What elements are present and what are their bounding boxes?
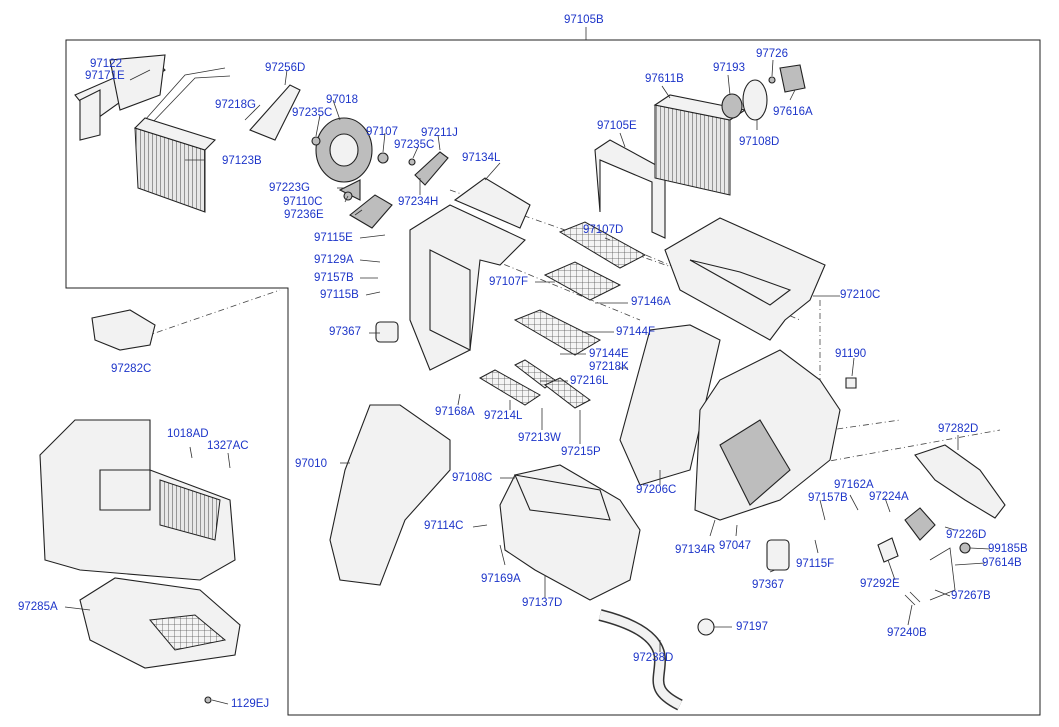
part-label: 97282D (938, 423, 979, 435)
part-label: 97240B (887, 627, 927, 639)
right-side-parts (845, 377, 1006, 606)
part-label: 1129EJ (231, 698, 270, 710)
part-label: 97129A (314, 254, 354, 266)
part-label: 97168A (435, 406, 475, 418)
part-label: 97169A (481, 573, 521, 585)
part-label: 97211J (421, 127, 458, 139)
part-label: 97108C (452, 472, 493, 484)
part-label: 97235C (292, 107, 333, 119)
part-label: 97218G (215, 99, 256, 111)
part-label: 97010 (295, 458, 327, 470)
part-label: 97171E (85, 70, 125, 82)
part-label: 97367 (329, 326, 361, 338)
part-label: 97210C (840, 289, 881, 301)
part-label: 97110C (283, 196, 323, 208)
part-label: 97206C (636, 484, 677, 496)
part-label: 97134R (675, 544, 716, 556)
part-label: 97226D (946, 529, 987, 541)
part-label: 97197 (736, 621, 768, 633)
part-label: 97214L (484, 410, 523, 422)
part-label: 97134L (462, 152, 501, 164)
intake-duct (91, 309, 156, 351)
assembly-title: 97105B (564, 14, 604, 26)
part-label: 97108D (739, 136, 780, 148)
part-label: 97115F (796, 558, 835, 570)
part-label: 97105E (597, 120, 637, 132)
part-label: 97144F (616, 326, 656, 338)
part-label: 97157B (314, 272, 354, 284)
part-label: 97267B (951, 590, 991, 602)
doors (478, 221, 647, 409)
part-label: 97224A (869, 491, 909, 503)
part-label: 97137D (522, 597, 563, 609)
lower-cover (329, 404, 641, 601)
part-label: 97726 (756, 48, 788, 60)
part-label: 99185B (988, 543, 1028, 555)
complete-hvac-unit (39, 419, 236, 581)
part-label: 97282C (111, 363, 152, 375)
part-label: 97193 (713, 62, 745, 74)
heater-core (74, 54, 231, 213)
part-label: 97123B (222, 155, 262, 167)
part-label: 97215P (561, 446, 601, 458)
part-label: 97616A (773, 106, 813, 118)
part-label: 97218K (589, 361, 629, 373)
part-label: 97115E (314, 232, 353, 244)
filter-frame (594, 139, 666, 239)
part-label: 97611B (645, 73, 684, 85)
part-label: 97107D (583, 224, 624, 236)
part-label: 97223G (269, 182, 310, 194)
part-label: 97285A (18, 601, 58, 613)
part-label: 97107F (489, 276, 529, 288)
part-label: 97234H (398, 196, 439, 208)
lower-tray (79, 577, 241, 704)
part-label: 97122 (90, 58, 122, 70)
blower-motor (249, 84, 449, 229)
part-label: 97115B (320, 289, 359, 301)
part-label: 97146A (631, 296, 671, 308)
evaporator (653, 64, 806, 196)
lower-case (619, 324, 841, 521)
part-label: 97238D (633, 652, 674, 664)
part-label: 1018AD (167, 428, 209, 440)
part-label: 97157B (808, 492, 848, 504)
part-label: 91190 (835, 348, 867, 360)
part-label: 97213W (518, 432, 561, 444)
part-label: 97114C (424, 520, 464, 532)
part-label: 97018 (326, 94, 358, 106)
part-label: 97216L (570, 375, 609, 387)
upper-case (409, 177, 531, 371)
part-label: 97235C (394, 139, 435, 151)
distribution-duct (664, 217, 826, 341)
part-label: 97292E (860, 578, 900, 590)
small-gasket (375, 321, 790, 571)
part-label: 97162A (834, 479, 874, 491)
part-label: 97047 (719, 540, 751, 552)
part-label: 1327AC (207, 440, 249, 452)
part-label: 97236E (284, 209, 324, 221)
part-label: 97614B (982, 557, 1022, 569)
leader-lines (64, 59, 991, 705)
assembly-frame (65, 39, 1041, 716)
part-label: 97107 (366, 126, 398, 138)
part-label: 97144E (589, 348, 629, 360)
part-label: 97256D (265, 62, 306, 74)
part-label: 97367 (752, 579, 784, 591)
